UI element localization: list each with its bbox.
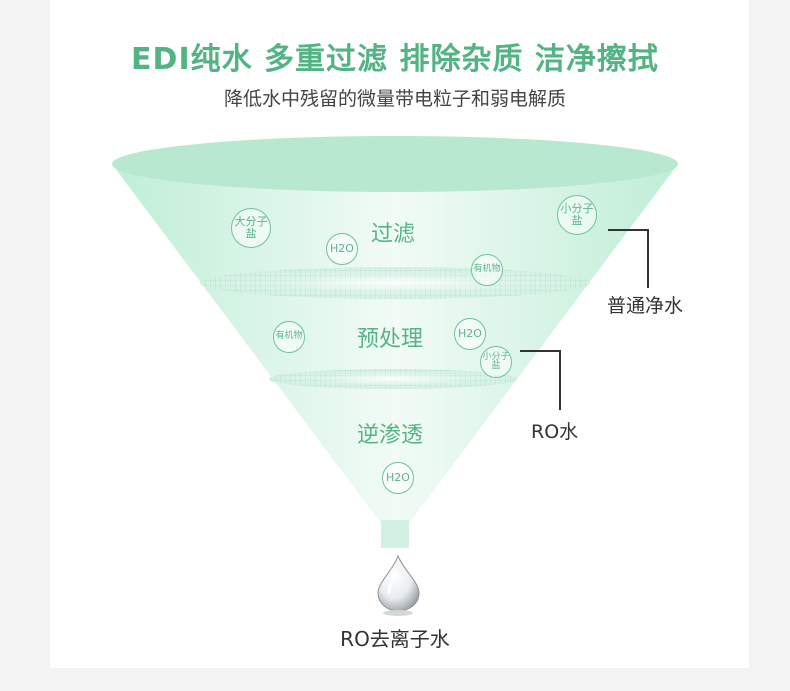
stage-ro-label: 逆渗透 xyxy=(357,417,423,449)
small-salt-particle-mid: 小分子盐 xyxy=(480,346,512,378)
normal-water-label: 普通净水 xyxy=(607,291,683,318)
organic-particle-right: 有机物 xyxy=(471,254,503,286)
water-drop-icon xyxy=(378,556,419,616)
funnel-spout xyxy=(381,520,409,548)
large-salt-particle: 大分子盐 xyxy=(231,208,271,248)
ro-water-label: RO水 xyxy=(531,417,578,444)
stage-pretreat-label: 预处理 xyxy=(357,321,423,353)
h2o-particle-bottom: H2O xyxy=(382,462,414,494)
stage-filter-label: 过滤 xyxy=(371,216,415,248)
funnel-top xyxy=(112,136,678,192)
organic-particle-left: 有机物 xyxy=(273,321,305,353)
small-salt-particle-top: 小分子盐 xyxy=(557,195,597,235)
h2o-particle-mid: H2O xyxy=(454,318,486,350)
output-water-label: RO去离子水 xyxy=(0,623,790,652)
h2o-particle-top: H2O xyxy=(326,233,358,265)
